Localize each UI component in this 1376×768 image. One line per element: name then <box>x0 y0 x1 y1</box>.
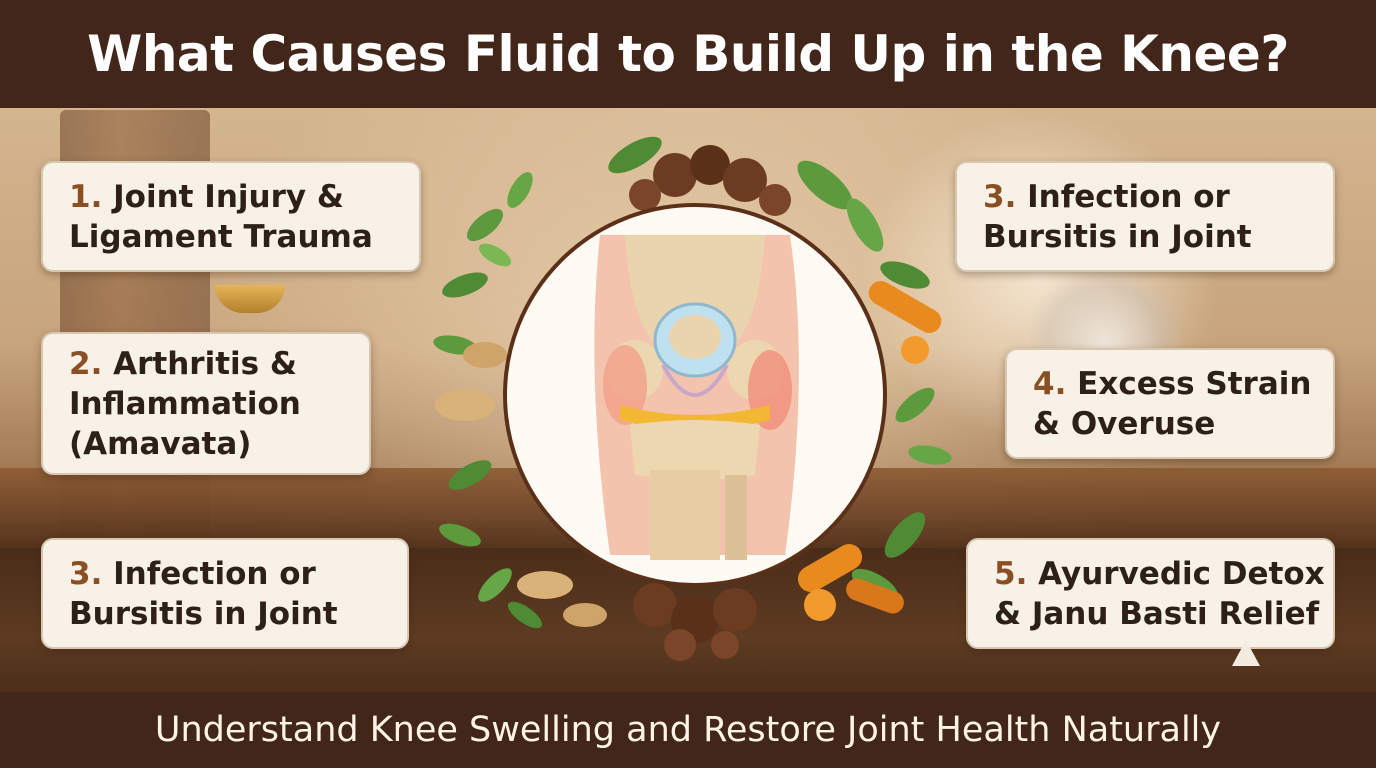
cause-card-excess-strain: 4. Excess Strain & Overuse <box>1005 348 1335 459</box>
cause-number: 1. <box>69 178 114 215</box>
cause-number: 3. <box>69 555 114 592</box>
cause-text: (Amavata) <box>69 425 252 462</box>
cause-text: & Overuse <box>1033 405 1216 442</box>
cause-text: Infection or <box>1027 178 1230 215</box>
cause-card-arthritis: 2. Arthritis & Inflammation (Amavata) <box>41 332 371 475</box>
cause-card-line: 1. Joint Injury & <box>69 177 373 217</box>
cause-text: Joint Injury & <box>113 178 344 215</box>
cause-card-ayurvedic-detox: 5. Ayurvedic Detox & Janu Basti Relief <box>966 538 1335 649</box>
cause-text: Infection or <box>113 555 316 592</box>
knee-joint <box>594 235 799 560</box>
brass-bowl <box>215 285 285 313</box>
cause-number: 4. <box>1033 365 1078 402</box>
cause-card-line: 3. Infection or <box>69 554 338 594</box>
knee-illustration <box>433 136 952 661</box>
turmeric-roots <box>797 281 942 621</box>
cause-text: Inflammation <box>69 385 301 422</box>
cause-number: 5. <box>994 555 1039 592</box>
footer-banner: Understand Knee Swelling and Restore Joi… <box>0 692 1376 768</box>
cause-card-line: 4. Excess Strain <box>1033 364 1311 404</box>
cause-text: Ayurvedic Detox <box>1038 555 1325 592</box>
footer-subtitle: Understand Knee Swelling and Restore Joi… <box>154 710 1222 750</box>
cause-text: Arthritis & <box>113 345 297 382</box>
cause-card-infection-right: 3. Infection or Bursitis in Joint <box>955 161 1335 272</box>
cause-card-joint-injury: 1. Joint Injury & Ligament Trauma <box>41 161 421 272</box>
cause-card-line: 3. Infection or <box>983 177 1252 217</box>
cause-card-line: 5. Ayurvedic Detox <box>994 554 1325 594</box>
cause-text: Ligament Trauma <box>69 218 373 255</box>
title-banner: What Causes Fluid to Build Up in the Kne… <box>0 0 1376 108</box>
ginger-roots <box>435 342 607 627</box>
cause-text: Bursitis in Joint <box>983 218 1252 255</box>
cause-text: Excess Strain <box>1077 365 1312 402</box>
cause-number: 2. <box>69 345 114 382</box>
cause-card-infection-left: 3. Infection or Bursitis in Joint <box>41 538 409 649</box>
cause-text: Bursitis in Joint <box>69 595 338 632</box>
cause-number: 3. <box>983 178 1028 215</box>
dried-herbs <box>629 145 791 661</box>
page-title: What Causes Fluid to Build Up in the Kne… <box>87 25 1289 83</box>
decorative-pointer <box>1232 640 1260 666</box>
cause-text: & Janu Basti Relief <box>994 595 1320 632</box>
cause-card-line: 2. Arthritis & <box>69 344 301 384</box>
